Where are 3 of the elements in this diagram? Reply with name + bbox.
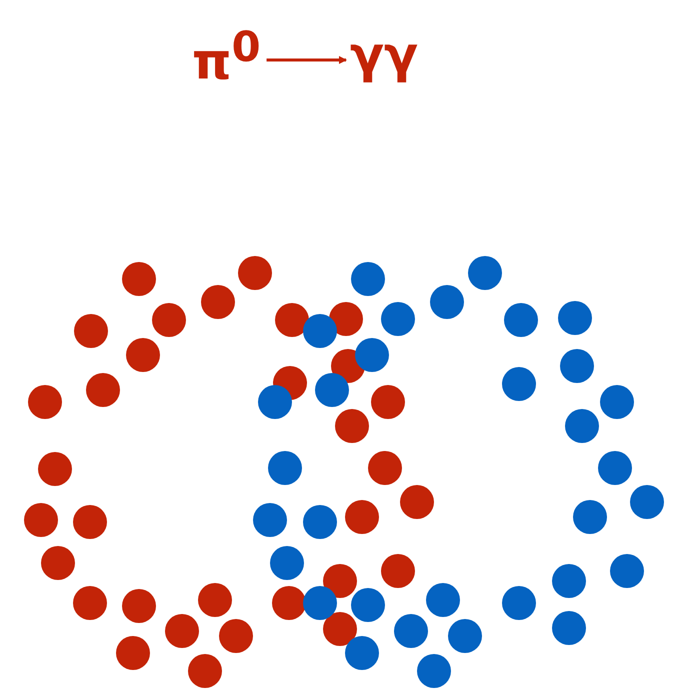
formula-symbol: π$^{0}$ — [192, 26, 261, 87]
formula-symbol: γγ — [350, 30, 418, 80]
arrow — [266, 56, 347, 64]
